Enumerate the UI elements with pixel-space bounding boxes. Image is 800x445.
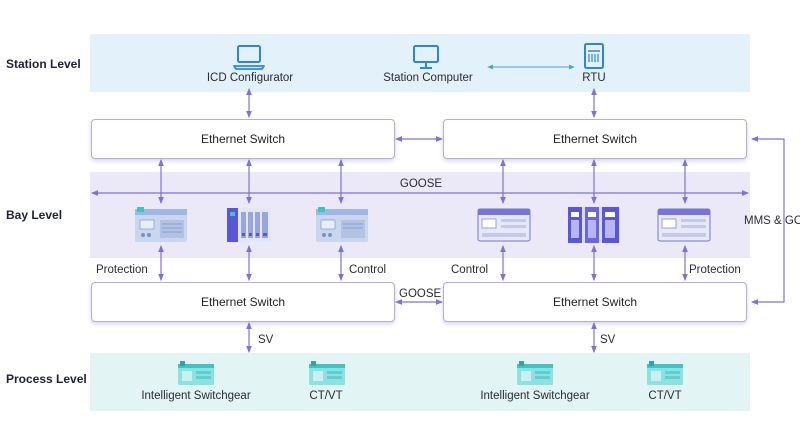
- protection-label-left: Protection: [96, 264, 148, 276]
- goose-link-label: GOOSE: [399, 288, 442, 300]
- protection-device-icon: [135, 207, 187, 242]
- rack-device-icon: [227, 208, 271, 242]
- switchgear-label-left: Intelligent Switchgear: [141, 390, 251, 402]
- switchgear-device-icon: [517, 361, 553, 385]
- ctvt-device-icon: [647, 361, 683, 385]
- rtu-label: RTU: [582, 72, 606, 84]
- rtu-icon: [584, 43, 604, 69]
- mms-goose-label: MMS & GOOSE: [744, 215, 800, 227]
- ctvt-device-icon: [309, 361, 345, 385]
- bay-level-band: [90, 172, 750, 258]
- switch-label: Ethernet Switch: [552, 132, 638, 146]
- switchgear-label-right: Intelligent Switchgear: [480, 390, 590, 402]
- monitor-icon: [413, 45, 439, 69]
- control-label-left: Control: [349, 264, 387, 276]
- control-label-right: Control: [451, 264, 489, 276]
- laptop-icon: [233, 45, 265, 70]
- sv-label-left: SV: [258, 334, 274, 346]
- sv-label-right: SV: [600, 334, 616, 346]
- control-device-icon: [477, 208, 531, 242]
- ctvt-label-left: CT/VT: [309, 390, 343, 402]
- switchgear-device-icon: [178, 361, 214, 385]
- protection-device-icon: [657, 208, 711, 242]
- station-computer-label: Station Computer: [383, 72, 473, 84]
- station-level-label: Station Level: [6, 57, 81, 71]
- goose-bus-label: GOOSE: [399, 178, 443, 190]
- protection-label-right: Protection: [689, 264, 741, 276]
- control-device-icon: [316, 207, 368, 242]
- switch-label: Ethernet Switch: [552, 295, 638, 309]
- icd-configurator-label: ICD Configurator: [206, 72, 294, 84]
- ethernet-switch-bottom-left: Ethernet Switch: [91, 282, 395, 322]
- ethernet-switch-top-left: Ethernet Switch: [91, 119, 395, 159]
- bay-level-label: Bay Level: [6, 208, 63, 222]
- process-level-label: Process Level: [6, 372, 87, 386]
- mms-goose-loop: [750, 136, 785, 305]
- rack-device-icon: [568, 207, 620, 243]
- ethernet-switch-top-right: Ethernet Switch: [443, 119, 747, 159]
- switch-label: Ethernet Switch: [200, 132, 286, 146]
- ethernet-switch-bottom-right: Ethernet Switch: [443, 282, 747, 322]
- switch-label: Ethernet Switch: [200, 295, 286, 309]
- ctvt-label-right: CT/VT: [648, 390, 682, 402]
